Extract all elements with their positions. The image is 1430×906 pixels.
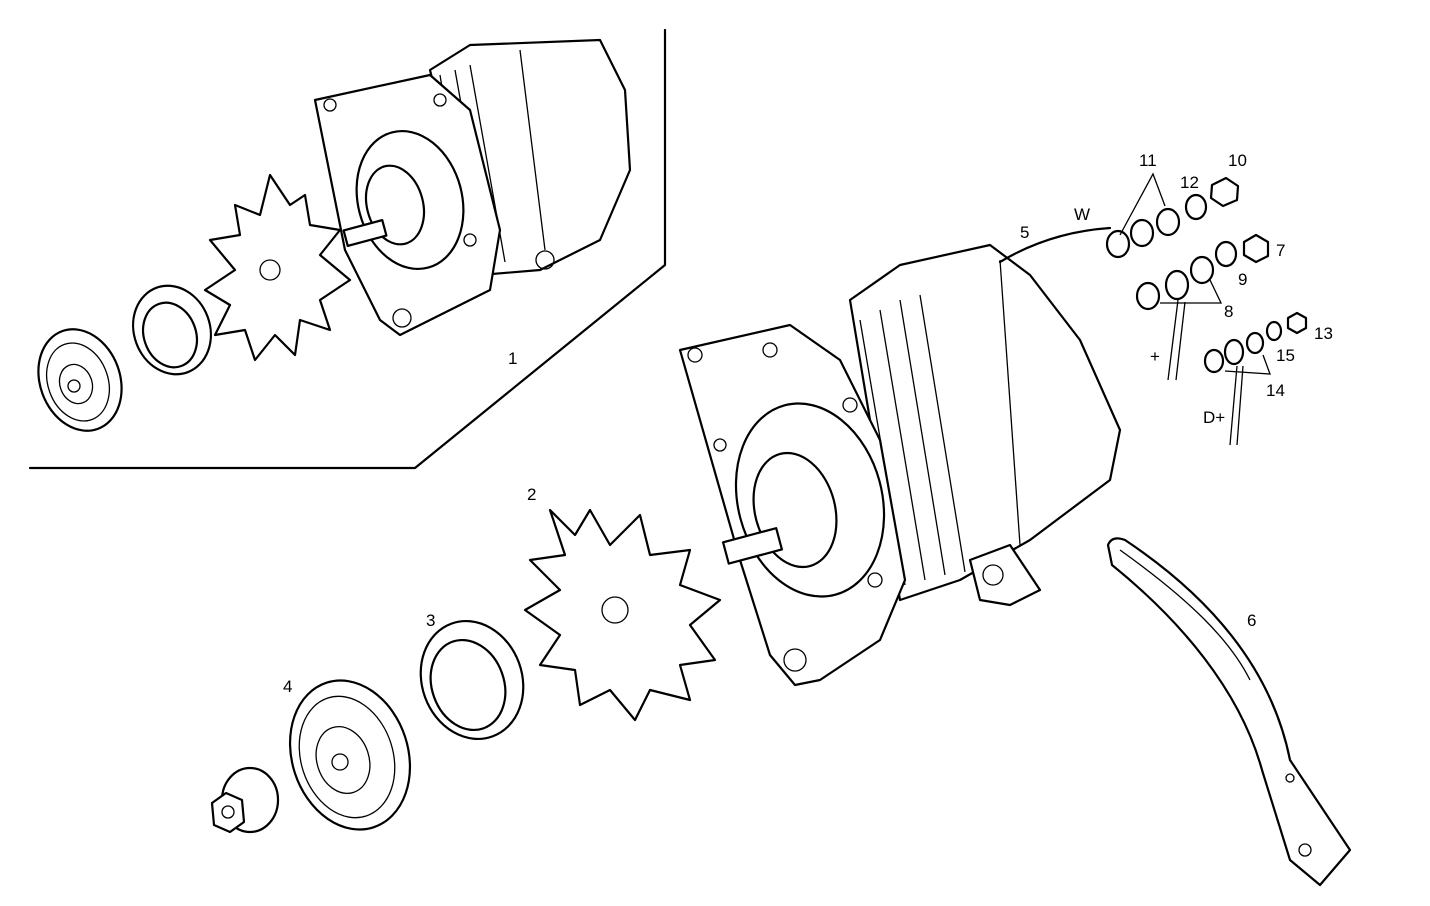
inset-label: 1 <box>508 349 517 368</box>
fan <box>523 508 722 722</box>
inset-fan <box>203 173 352 362</box>
adjusting-bracket <box>1106 537 1352 887</box>
label-15: 15 <box>1276 346 1295 365</box>
label-4: 4 <box>283 677 292 696</box>
label-13: 13 <box>1314 324 1333 343</box>
terminal-plus-hardware <box>1135 233 1270 381</box>
label-7: 7 <box>1276 241 1285 260</box>
label-8: 8 <box>1224 302 1233 321</box>
label-6: 6 <box>1247 611 1256 630</box>
label-9: 9 <box>1238 270 1247 289</box>
terminal-label-w: W <box>1074 205 1090 224</box>
terminal-label-plus: + <box>1150 347 1160 366</box>
inset-alternator <box>313 38 632 337</box>
main-alternator <box>678 243 1122 687</box>
label-5: 5 <box>1020 223 1029 242</box>
inset-pulley <box>37 328 123 432</box>
label-11: 11 <box>1139 151 1157 170</box>
label-2: 2 <box>527 485 536 504</box>
cable-w <box>998 226 1112 264</box>
spacer-ring <box>419 619 525 741</box>
label-14: 14 <box>1266 381 1285 400</box>
pulley <box>288 679 412 831</box>
terminal-label-dplus: D+ <box>1203 408 1225 427</box>
terminal-dplus-hardware <box>1203 311 1308 446</box>
label-12: 12 <box>1180 173 1199 192</box>
label-10: 10 <box>1228 151 1247 170</box>
inset-frame <box>28 28 667 470</box>
inset-spacer <box>132 284 212 376</box>
pulley-nut <box>210 766 280 834</box>
label-3: 3 <box>426 611 435 630</box>
terminal-w-hardware <box>1105 172 1240 259</box>
